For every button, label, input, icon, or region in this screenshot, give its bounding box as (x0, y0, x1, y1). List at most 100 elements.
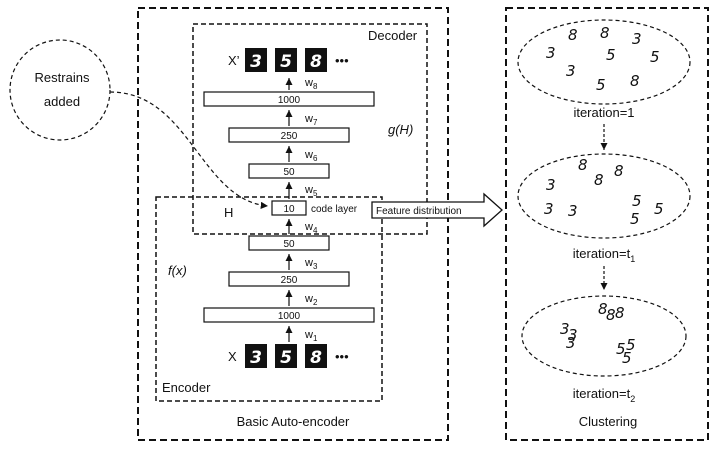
c1-digit: 8 (630, 72, 640, 90)
layer-dec-50 (248, 163, 330, 179)
c2-digit: 8 (594, 171, 604, 189)
clustering-border (505, 7, 709, 441)
restrains-label-line1: Restrains (35, 70, 90, 85)
c2-digit: 3 (546, 176, 556, 194)
x-input-label: X (228, 349, 237, 364)
weight-w5: w5 (304, 184, 318, 198)
feature-arrow-label: Feature distribution (376, 206, 462, 217)
c2-digit: 8 (578, 156, 588, 174)
code-layer-size: 10 (283, 204, 295, 215)
input-ellipsis: ••• (335, 349, 349, 364)
input-digit-3: 3 (250, 348, 262, 368)
autoencoder-border (137, 7, 449, 441)
f-function-label: f(x) (168, 263, 187, 278)
c1-digit: 8 (600, 24, 610, 42)
c2-digit: 5 (632, 192, 642, 210)
layer-dec-1000-label: 1000 (278, 95, 301, 106)
layer-enc-250 (228, 271, 350, 287)
code-layer-label: code layer (311, 204, 358, 215)
input-image-8 (305, 344, 327, 368)
input-image-5 (275, 344, 297, 368)
weight-w7: w7 (304, 113, 318, 127)
iteration-t2-label: iteration=t2 (573, 386, 635, 404)
output-digit-3: 3 (250, 52, 262, 72)
layer-enc-50-label: 50 (283, 239, 295, 250)
cluster-ellipse-1 (517, 19, 691, 105)
c3-digit: 5 (622, 349, 632, 367)
c3-digit: 8 (606, 306, 616, 324)
input-digit-5: 5 (280, 348, 292, 368)
output-digit-8: 8 (310, 52, 322, 72)
layer-enc-1000-label: 1000 (278, 311, 301, 322)
c3-digit: 8 (615, 304, 625, 322)
autoencoder-panel: Basic Auto-encoder Decoder g(H) Encoder … (137, 7, 449, 441)
c1-digit: 5 (650, 48, 660, 66)
iteration-1-label: iteration=1 (573, 105, 634, 120)
weight-w2: w2 (304, 293, 318, 307)
layer-dec-1000 (203, 91, 375, 107)
c2-digit: 5 (654, 200, 664, 218)
c1-digit: 3 (566, 62, 576, 80)
weight-labels: w8 w7 w6 w5 w4 w3 w2 w1 (304, 77, 318, 343)
decoder-box (192, 23, 428, 235)
output-ellipsis: ••• (335, 53, 349, 68)
cluster-ellipse-3 (521, 295, 687, 377)
output-image-3 (245, 48, 267, 72)
cluster-1-digits: 3 8 8 3 5 5 3 5 8 (546, 24, 660, 94)
restrains-circle (9, 39, 111, 141)
layer-dec-50-label: 50 (283, 167, 295, 178)
clustering-panel: Clustering 3 8 8 3 5 5 3 5 8 iteration=1… (505, 7, 709, 441)
encoder-box (155, 196, 383, 402)
encoder-label: Encoder (162, 380, 211, 395)
c1-digit: 8 (568, 26, 578, 44)
c3-digit: 3 (568, 326, 578, 344)
c3-digit: 3 (566, 334, 576, 352)
c2-digit: 8 (614, 162, 624, 180)
clustering-title: Clustering (579, 414, 638, 429)
weight-w3: w3 (304, 257, 318, 271)
feature-arrow-shape (371, 192, 503, 228)
input-digit-8: 8 (310, 348, 322, 368)
layer-enc-250-label: 250 (281, 275, 298, 286)
feature-distribution-arrow: Feature distribution (371, 192, 503, 228)
output-digit-5: 5 (280, 52, 292, 72)
c2-digit: 3 (568, 202, 578, 220)
iteration-t1-label: iteration=t1 (573, 246, 635, 264)
weight-w6: w6 (304, 149, 318, 163)
x-prime-label: X’ (228, 53, 240, 68)
layer-dec-250-label: 250 (281, 131, 298, 142)
output-image-5 (275, 48, 297, 72)
cluster-2-digits: 8 8 8 3 3 3 5 5 5 (544, 156, 664, 228)
c1-digit: 5 (596, 76, 606, 94)
network-layers: 1000 250 50 10 50 250 1000 (203, 91, 375, 323)
c1-digit: 3 (546, 44, 556, 62)
layer-enc-1000 (203, 307, 375, 323)
weight-w4: w4 (304, 221, 318, 235)
output-image-8 (305, 48, 327, 72)
g-function-label: g(H) (388, 122, 413, 137)
c1-digit: 5 (606, 46, 616, 64)
code-layer-box (271, 200, 307, 216)
layer-enc-50 (248, 235, 330, 251)
layer-dec-250 (228, 127, 350, 143)
c3-digit: 8 (598, 300, 608, 318)
restrains-node: Restrains added (9, 39, 111, 141)
cluster-3-digits: 8 8 8 3 3 3 5 5 5 (560, 300, 636, 367)
weight-w8: w8 (304, 77, 318, 91)
c3-digit: 5 (616, 340, 626, 358)
restrains-label-line2: added (44, 94, 80, 109)
output-digit-images: 3 5 8 ••• (245, 48, 349, 72)
autoencoder-title: Basic Auto-encoder (237, 414, 350, 429)
c3-digit: 3 (560, 320, 570, 338)
cluster-ellipse-2 (517, 153, 691, 239)
decoder-label: Decoder (368, 28, 418, 43)
c3-digit: 5 (626, 336, 636, 354)
input-image-3 (245, 344, 267, 368)
restrains-arrow (109, 91, 269, 209)
c2-digit: 3 (544, 200, 554, 218)
weight-w1: w1 (304, 329, 318, 343)
c2-digit: 5 (630, 210, 640, 228)
c1-digit: 3 (632, 30, 642, 48)
